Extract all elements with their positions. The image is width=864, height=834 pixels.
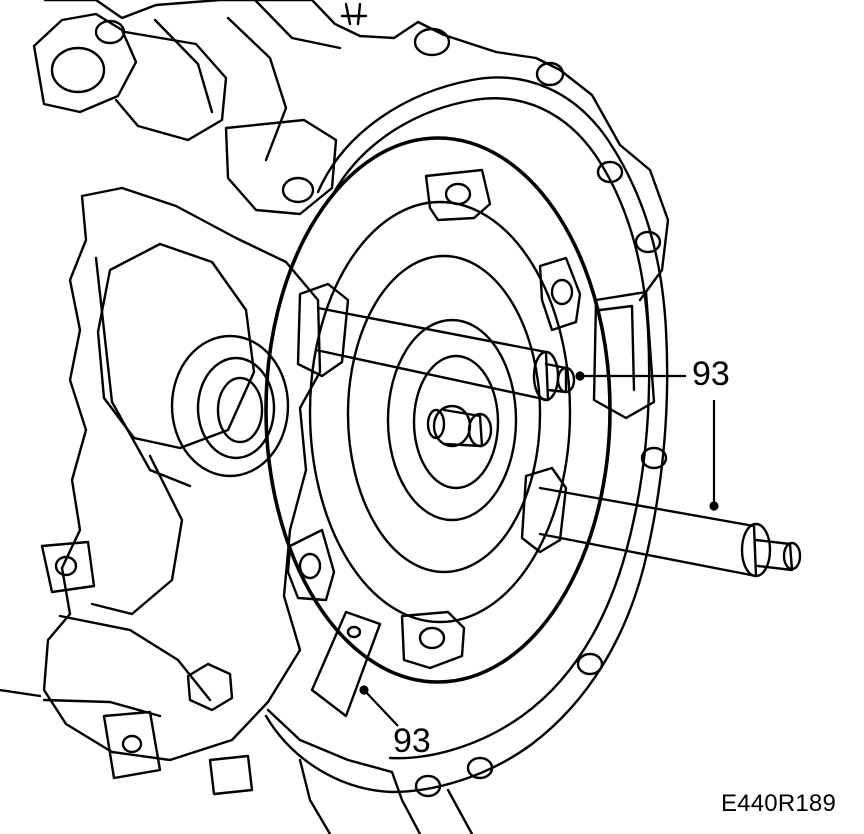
left-lower-plate: [42, 542, 94, 592]
upper-rib-3: [255, 0, 340, 48]
upper-center-plate: [226, 120, 336, 214]
left-lower-bolt: [56, 557, 76, 575]
flange-bolt-2: [636, 232, 660, 252]
leader-locking-bar: [364, 690, 398, 726]
left-casing-window: [98, 244, 254, 448]
callout-93-upper: 93: [692, 355, 730, 393]
locking-bar-hole: [348, 627, 360, 637]
leader-upper-pin-dot: [577, 373, 584, 380]
flange-bolt-6: [416, 776, 440, 796]
lower-housing-outline: [268, 710, 420, 834]
left-casing-outline: [44, 188, 320, 760]
upper-rib-2: [228, 18, 286, 160]
upper-pin-tip: [558, 368, 574, 392]
lug-bottom-hole: [420, 628, 444, 648]
lower-left-bracket: [104, 712, 160, 778]
left-casing-rib-4: [44, 700, 160, 716]
lug-right: [540, 258, 580, 330]
locking-bar: [312, 612, 380, 716]
flange-bolt-4: [578, 654, 602, 674]
upper-pin-mount: [298, 284, 348, 376]
bolt-upper-right: [415, 29, 449, 55]
bell-housing-flange: [266, 78, 667, 793]
lower-left-edge: [0, 690, 40, 696]
left-casing-rib-1: [96, 258, 190, 486]
upper-pin-body: [316, 308, 548, 400]
seal-ring-core: [218, 378, 262, 442]
seal-ring-outer: [172, 336, 288, 476]
lower-pin-tip: [784, 543, 800, 569]
center-stud-flange: [428, 410, 444, 438]
center-stud-body: [444, 410, 482, 446]
lower-pin-body: [540, 488, 756, 576]
flywheel-ring-inner: [348, 256, 540, 572]
flywheel-ring: [310, 202, 570, 622]
center-stud-tip: [469, 414, 491, 446]
flange-bolt-3: [642, 448, 666, 468]
upper-bolt-left: [96, 21, 124, 43]
lower-bracket-2: [210, 756, 252, 794]
lug-bottom: [402, 612, 464, 668]
lug-right-hole: [552, 280, 572, 304]
upper-pin-step: [546, 364, 566, 392]
hub-disc: [388, 320, 516, 520]
lower-housing-rib-2: [448, 790, 472, 834]
lug-top: [426, 170, 490, 220]
upper-shaft: [52, 48, 104, 92]
bolt-upper-farright: [537, 63, 563, 85]
lower-housing-rib: [300, 760, 330, 834]
lower-pin-mount: [522, 468, 566, 552]
flange-bolt-5: [468, 758, 492, 778]
right-recess-detail: [600, 306, 634, 390]
leader-locking-bar-dot: [361, 687, 368, 694]
lug-left-lower: [288, 530, 334, 600]
lug-top-hole: [446, 184, 470, 204]
hub-recess: [414, 356, 498, 488]
top-flange: [34, 14, 136, 112]
bolt-upper-center: [283, 178, 313, 202]
left-casing-rib-2: [92, 456, 182, 614]
flange-bolt-1: [598, 162, 622, 182]
upper-sensor: [342, 4, 366, 24]
lower-pin-end: [742, 524, 770, 576]
upper-arm: [116, 32, 226, 140]
right-recess: [594, 292, 654, 418]
seal-ring-inner: [198, 358, 274, 458]
lug-left-lower-hole: [300, 554, 320, 578]
lower-pin-step: [756, 540, 792, 570]
upper-rib-1: [155, 20, 212, 112]
callout-93-lower: 93: [393, 722, 431, 760]
lower-left-bolt: [123, 736, 141, 752]
figure-code: E440R189: [720, 790, 836, 817]
hex-bolt: [188, 664, 232, 710]
left-casing-rib-3: [60, 616, 210, 700]
leader-lower-pin-dot: [711, 503, 718, 510]
